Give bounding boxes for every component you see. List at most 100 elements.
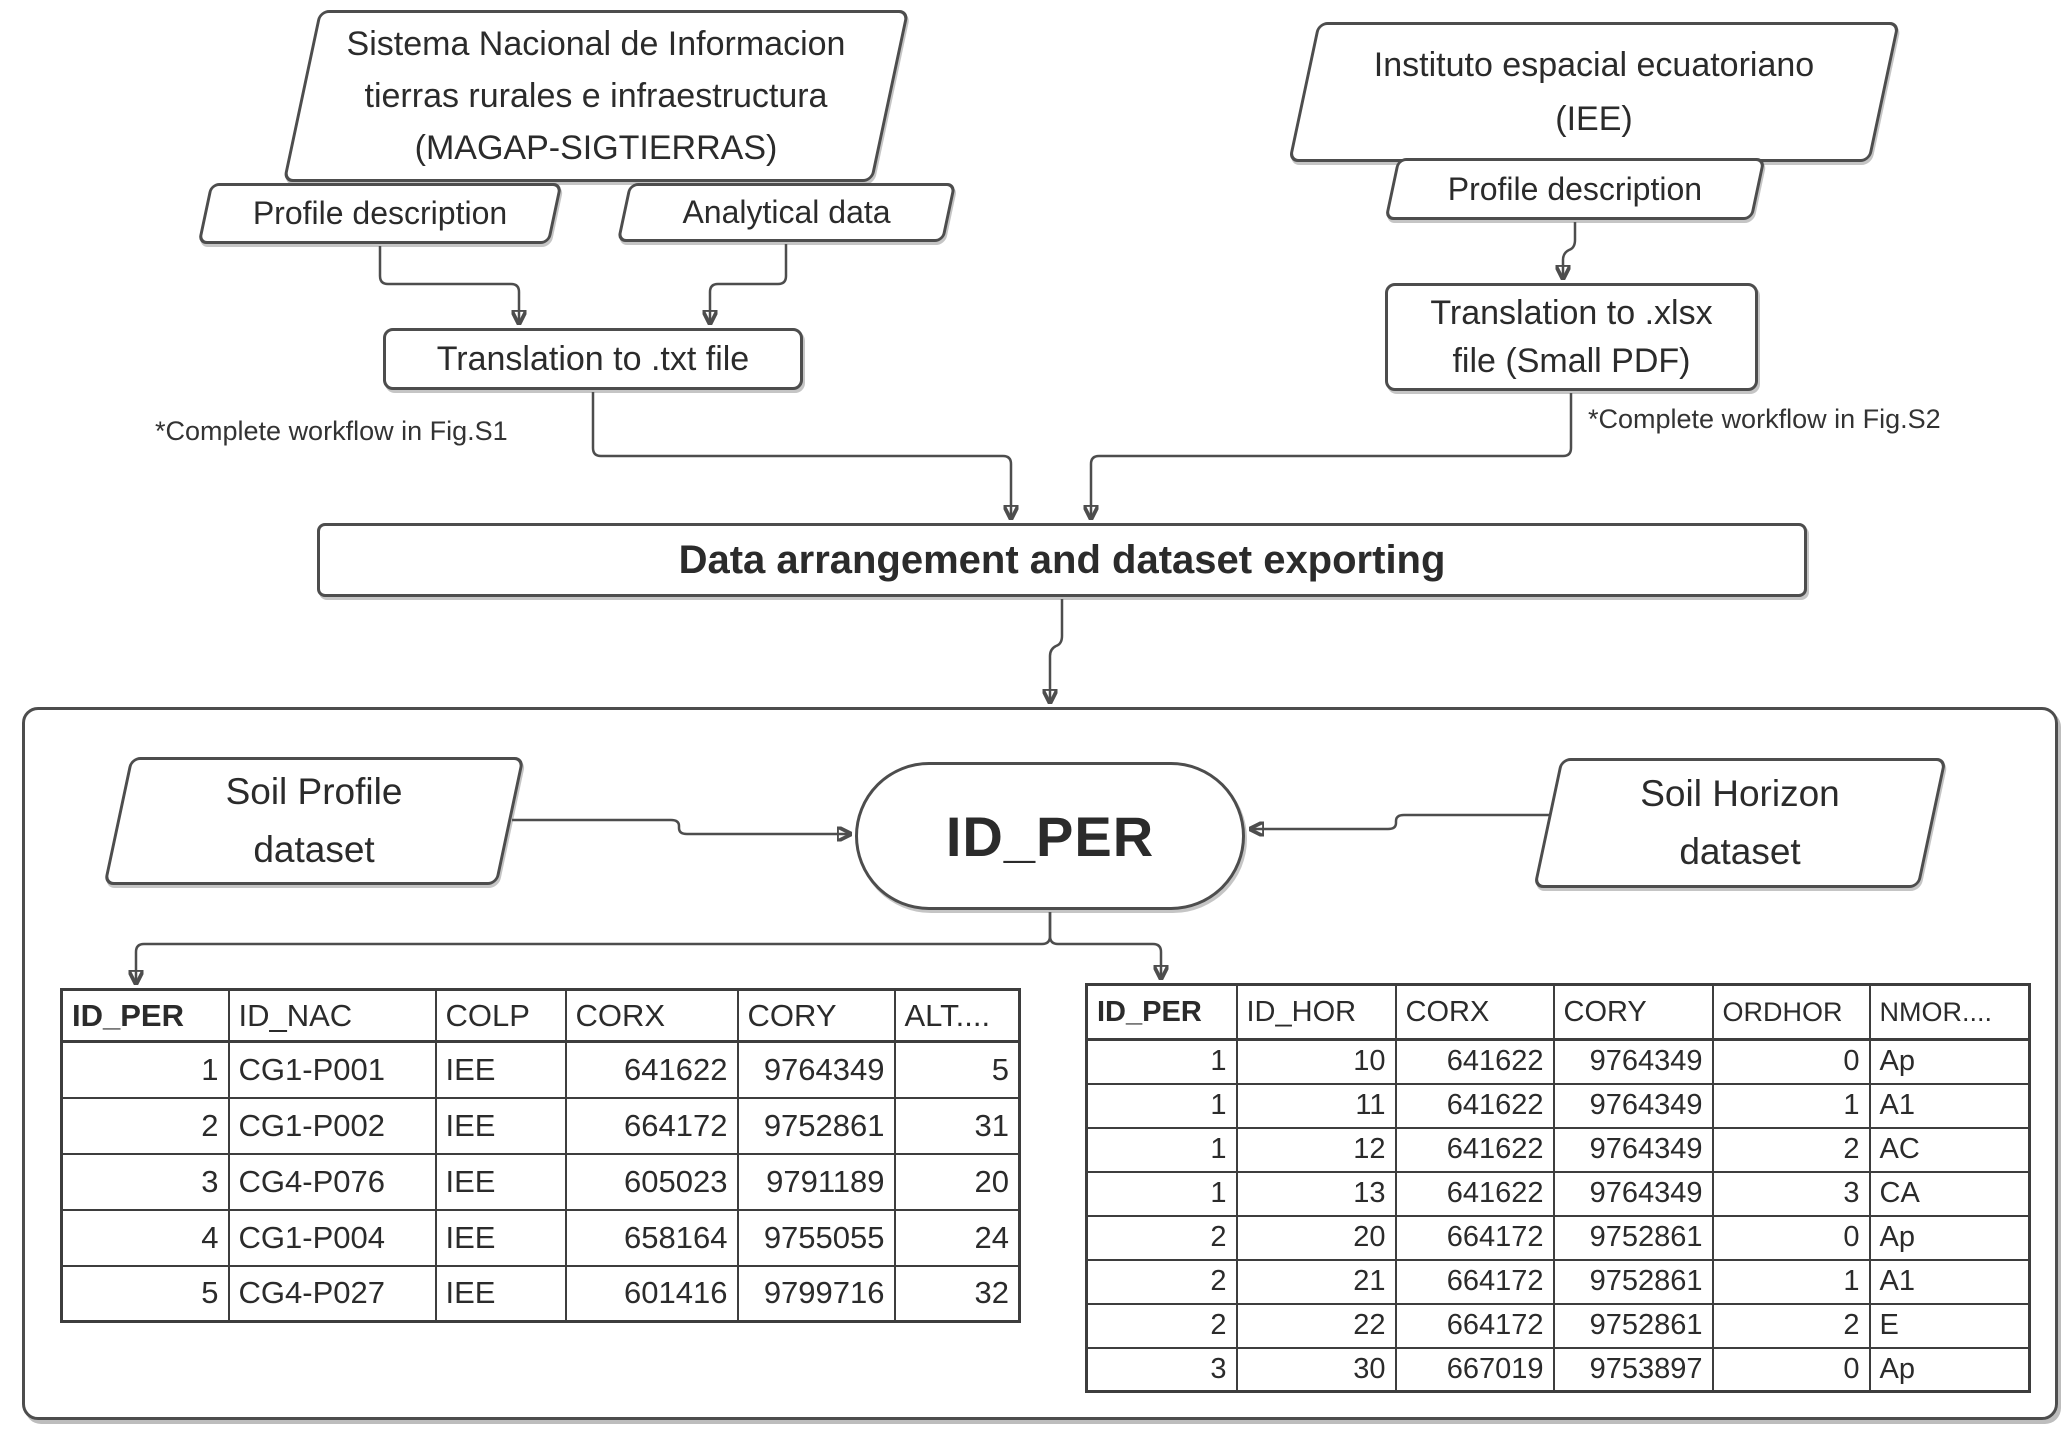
node-iee: Instituto espacial ecuatoriano (IEE) [1288,22,1900,162]
table-cell: IEE [434,1264,567,1323]
node-label: Data arrangement and dataset exporting [678,537,1446,582]
table-cell: 31 [893,1096,1021,1155]
table-cell: 4 [60,1208,230,1267]
node-id-per-key: ID_PER [855,762,1245,910]
table-cell: 24 [893,1208,1021,1267]
table-cell: 3 [1085,1346,1238,1393]
node-magap-sigtierras: Sistema Nacional de Informacion tierras … [282,10,910,182]
node-label-line: dataset [253,829,375,870]
table-cell: 9764349 [1552,1038,1714,1085]
connector-profile-left-to-txt [378,246,519,322]
table-cell: IEE [434,1096,567,1155]
table-cell: CG1-P001 [227,1040,437,1099]
table-cell: 13 [1235,1170,1397,1217]
node-profile-description-iee: Profile description [1384,158,1766,220]
table-cell: 9752861 [1552,1258,1714,1305]
table-cell: 605023 [564,1152,739,1211]
node-soil-horizon-dataset: Soil Horizon dataset [1533,758,1947,888]
table-cell: 2 [1085,1302,1238,1349]
table-cell: 9752861 [1552,1302,1714,1349]
table-cell: 9764349 [736,1040,896,1099]
table-cell: 5 [60,1264,230,1323]
node-label-line: Translation to .xlsx [1430,294,1713,332]
table-cell: 2 [1085,1214,1238,1261]
table-row: 2 20 664172 9752861 0 Ap [1085,1214,2031,1261]
connector-analytical-to-txt [710,244,788,322]
table-cell: A1 [1868,1082,2031,1129]
column-header: COLP [434,988,567,1043]
table-cell: CG1-P004 [227,1208,437,1267]
table-row: 2 22 664172 9752861 2 E [1085,1302,2031,1349]
table-cell: 664172 [1394,1258,1555,1305]
table-cell: 9764349 [1552,1082,1714,1129]
column-header: CORY [1552,983,1714,1041]
table-cell: 5 [893,1040,1021,1099]
node-label-line: Instituto espacial ecuatoriano [1373,46,1815,84]
node-label-line: dataset [1679,831,1801,872]
connector-xlsx-to-arrangement [1091,393,1573,517]
table-cell: 9752861 [736,1096,896,1155]
table-cell: 9755055 [736,1208,896,1267]
table-row: 1 12 641622 9764349 2 AC [1085,1126,2031,1173]
soil-horizon-table: ID_PER ID_HOR CORX CORY ORDHOR NMOR.... … [1085,983,2031,1393]
node-label: Profile description [252,195,508,231]
table-cell: Ap [1868,1346,2031,1393]
table-row: 3 30 667019 9753897 0 Ap [1085,1346,2031,1393]
node-label-line: Sistema Nacional de Informacion [346,25,846,63]
table-cell: 22 [1235,1302,1397,1349]
column-header: ALT.... [893,988,1021,1043]
table-cell: 2 [1711,1126,1871,1173]
table-cell: 9753897 [1552,1346,1714,1393]
node-label: Analytical data [682,194,891,230]
table-cell: IEE [434,1152,567,1211]
table-cell: 32 [893,1264,1021,1323]
column-header: CORX [564,988,739,1043]
node-label: Translation to .txt file [436,339,750,378]
node-profile-description-magap: Profile description [197,183,563,244]
node-label-line: (MAGAP-SIGTIERRAS) [414,129,778,167]
table-cell: 20 [893,1152,1021,1211]
table-cell: IEE [434,1208,567,1267]
node-label-line: Soil Profile [225,771,403,812]
node-analytical-data: Analytical data [616,183,957,242]
table-cell: 1 [1085,1170,1238,1217]
table-cell: IEE [434,1040,567,1099]
table-cell: 641622 [1394,1038,1555,1085]
node-label-line: Soil Horizon [1640,773,1840,814]
table-cell: 664172 [564,1096,739,1155]
node-label: ID_PER [945,804,1155,868]
node-translation-txt: Translation to .txt file [383,328,803,390]
table-cell: 0 [1711,1214,1871,1261]
table-cell: Ap [1868,1214,2031,1261]
table-header-row: ID_PER ID_NAC COLP CORX CORY ALT.... [60,988,1021,1043]
table-row: 3 CG4-P076 IEE 605023 9791189 20 [60,1152,1021,1211]
table-cell: Ap [1868,1038,2031,1085]
table-cell: 20 [1235,1214,1397,1261]
table-cell: 641622 [564,1040,739,1099]
node-soil-profile-dataset: Soil Profile dataset [103,757,525,885]
table-cell: 12 [1235,1126,1397,1173]
note-fig-s1: *Complete workflow in Fig.S1 [155,416,508,446]
node-label-line: file (Small PDF) [1452,342,1691,380]
table-cell: CG4-P027 [227,1264,437,1323]
table-row: 1 13 641622 9764349 3 CA [1085,1170,2031,1217]
table-cell: 0 [1711,1038,1871,1085]
table-cell: 601416 [564,1264,739,1323]
connector-arrangement-to-container [1050,599,1064,701]
table-cell: 1 [1711,1082,1871,1129]
column-header: CORY [736,988,896,1043]
table-cell: CA [1868,1170,2031,1217]
table-row: 1 11 641622 9764349 1 A1 [1085,1082,2031,1129]
table-cell: 30 [1235,1346,1397,1393]
table-cell: 21 [1235,1258,1397,1305]
node-data-arrangement: Data arrangement and dataset exporting [317,523,1807,597]
node-translation-xlsx: Translation to .xlsx file (Small PDF) [1385,283,1758,391]
table-row: 5 CG4-P027 IEE 601416 9799716 32 [60,1264,1021,1323]
table-cell: 9752861 [1552,1214,1714,1261]
table-cell: 1 [1085,1038,1238,1085]
table-row: 2 21 664172 9752861 1 A1 [1085,1258,2031,1305]
table-cell: 1 [1085,1082,1238,1129]
table-row: 1 CG1-P001 IEE 641622 9764349 5 [60,1040,1021,1099]
column-header: ID_PER [1085,983,1238,1041]
